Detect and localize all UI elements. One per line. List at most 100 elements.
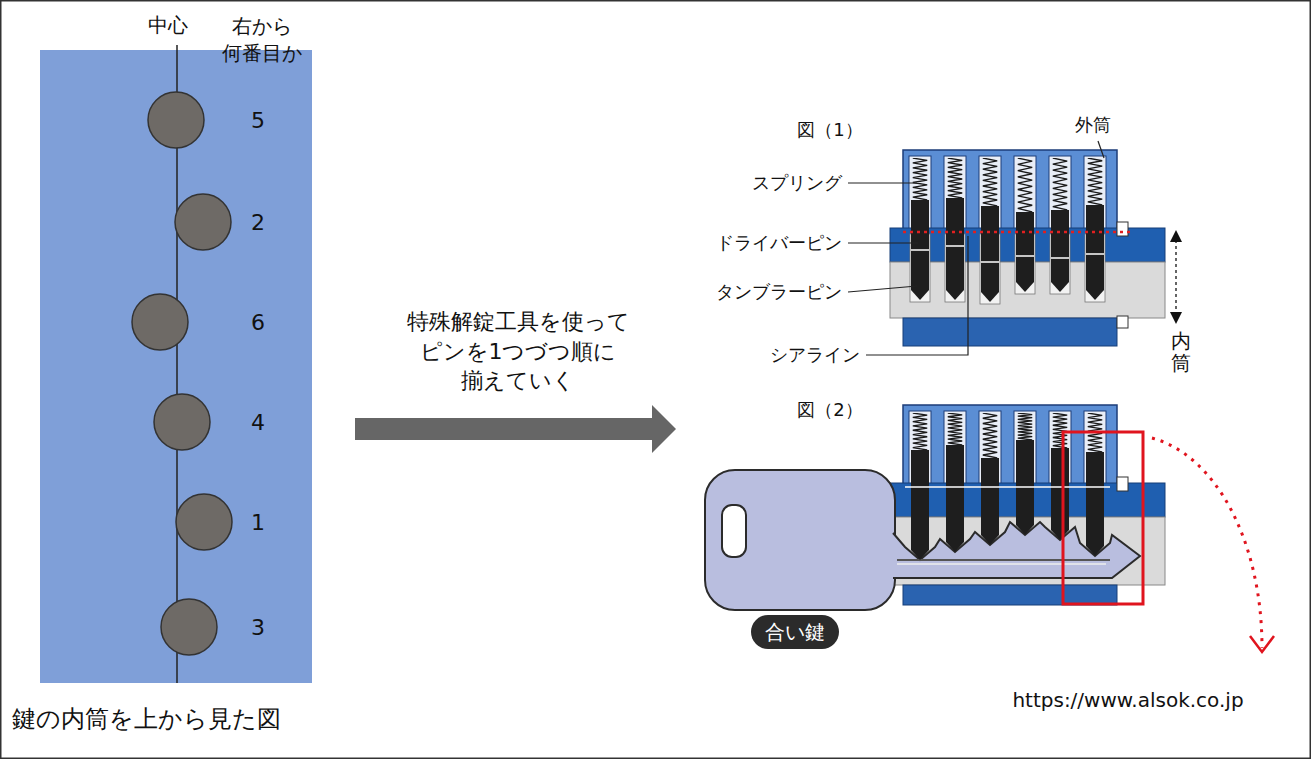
centre-label: 中心 [148,12,188,39]
cylinder-figure-1 [1018,158,1032,212]
cylinder-figure-1 [1086,254,1104,300]
cylinder-figure-2 [705,405,1274,652]
cylinder-figure-2 [981,487,999,545]
key-tag: 合い鍵 [751,615,839,649]
part-label: ドライバーピン [716,231,842,255]
outer-cylinder [903,405,1117,489]
cylinder-figure-1 [1051,210,1069,258]
cylinder-figure-1 [1170,312,1182,324]
column-heading: 右から 何番目か [216,13,308,67]
cylinder-figure-1 [981,262,999,302]
step-arrow [355,405,676,453]
pin-order-number: 5 [251,108,265,133]
leader-line [848,182,917,183]
cylinder-figure-2 [1049,411,1071,487]
cylinder-figure-1 [1117,316,1128,328]
cylinder-top-view [40,50,312,683]
cylinder-figure-1 [911,249,929,251]
cylinder-figure-1 [903,318,1117,346]
cylinder-figure-1 [1086,253,1104,255]
pin-hole [176,494,232,550]
cylinder-figure-1 [948,158,962,198]
cylinder-figure-2 [1014,411,1036,487]
cylinder-figure-1 [1088,158,1102,205]
pin-order-number: 2 [251,210,265,235]
outer-cylinder [903,150,1117,234]
cylinder-figure-2 [1018,413,1032,440]
cylinder-figure-2 [944,411,966,487]
cylinder-figure-2 [1051,448,1069,487]
key-label: 合い鍵 [765,620,825,644]
cylinder-figure-2 [981,458,999,487]
cylinder-figure-1 [1051,257,1069,259]
cylinder-figure-2 [946,445,964,487]
figure-number: 図（2） [797,398,862,422]
key-head [705,470,895,610]
source-url: https://www.alsok.co.jp [1012,688,1243,712]
cylinder-figure-1 [1016,256,1034,292]
cylinder-figure-2 [1016,440,1034,487]
cylinder-figure-1 [1053,158,1067,210]
highlight-box [1063,432,1143,604]
cylinder-figure-2 [946,487,964,552]
cylinder-figure-1 [946,246,964,300]
cylinder-figure-1 [981,206,999,262]
cylinder-figure-1 [946,245,964,247]
cylinder-figure-1 [848,141,1182,355]
cylinder-figure-1 [981,261,999,263]
part-label: タンブラーピン [716,280,842,304]
spring [913,158,927,200]
cylinder-figure-2 [948,413,962,445]
pin-hole [154,394,210,450]
part-label: スプリング [752,171,842,195]
cylinder-figure-1 [983,158,997,206]
cylinder-figure-2 [1250,636,1274,652]
cylinder-figure-2 [979,411,1001,487]
cylinder-figure-1 [1086,205,1104,254]
pin-hole [148,92,204,148]
part-label: 内筒 [1171,330,1191,374]
leader-line [848,242,918,243]
cylinder-figure-2 [722,505,746,557]
tumbler-pin [911,487,929,560]
cylinder-figure-2 [983,413,997,458]
pin-hole [161,599,217,655]
cylinder-figure-2 [903,585,1117,605]
driver-pin [911,450,929,487]
step-note: 特殊解錠工具を使って ピンを1つづつ順に 揃えていく [387,307,649,396]
pin-order-number: 4 [251,410,265,435]
pin-hole [175,194,231,250]
height-arrow [1175,240,1177,314]
pin-hole [132,92,232,655]
part-label: シアライン [770,343,860,367]
aligned-shear [905,486,1110,488]
pin-order-number: 3 [251,615,265,640]
cylinder-figure-1 [911,246,1104,262]
cylinder-figure-2 [1086,452,1104,487]
part-label: 外筒 [1075,113,1111,137]
leader-line [848,141,1104,355]
cylinder-figure-1 [1016,255,1034,257]
cylinder-figure-2 [897,563,1106,565]
panel-caption: 鍵の内筒を上から見た図 [12,703,281,735]
cylinder-figure-2 [897,559,1110,561]
cylinder-figure-2 [1084,411,1106,487]
leader-line [848,286,917,292]
leader-line [866,236,968,355]
pin-order-number: 6 [251,310,265,335]
spring [913,413,927,450]
figure-number: 図（1） [797,118,862,142]
pin-hole [132,294,188,350]
cylinder-figure-1 [1117,222,1128,236]
cylinder-top-panel: 鍵の内筒を上から見た図 [40,50,312,683]
cylinder-figure-1 [1170,230,1182,242]
pin-order-number: 1 [251,510,265,535]
cylinder-figure-2 [1086,487,1104,556]
cylinder-figure-2 [1117,477,1128,491]
cylinder-figure-2 [1051,487,1069,540]
cylinder-figure-2 [1016,487,1034,535]
cylinder-figure-1 [946,198,964,246]
cylinder-figure-2 [909,411,931,487]
cylinder-figure-1 [1051,258,1069,292]
